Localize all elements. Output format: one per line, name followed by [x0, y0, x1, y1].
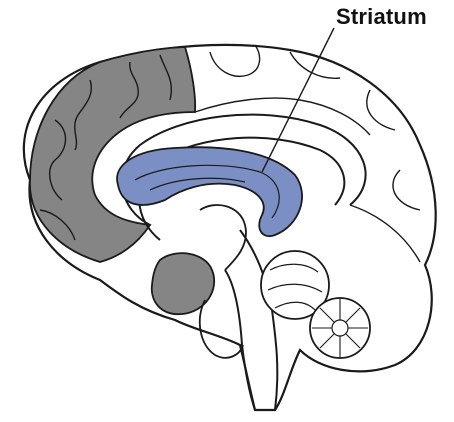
- cerebellum-center: [332, 320, 348, 336]
- striatum-label: Striatum: [336, 4, 427, 30]
